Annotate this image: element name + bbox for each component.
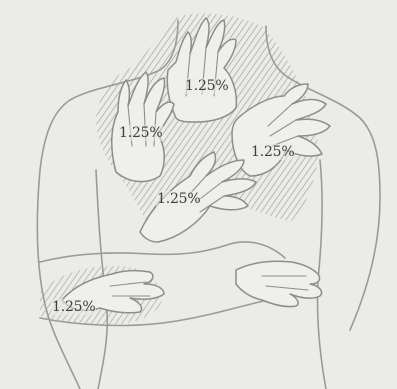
region-label-forearm: 1.25% [51, 299, 96, 315]
hand-forearm [236, 261, 322, 306]
region-label-left-chest: 1.25% [250, 144, 295, 160]
region-label-center-chest: 1.25% [156, 191, 201, 207]
region-label-right-chest: 1.25% [118, 125, 163, 141]
forearm-outline [40, 242, 285, 262]
region-label-neck: 1.25% [184, 78, 229, 94]
